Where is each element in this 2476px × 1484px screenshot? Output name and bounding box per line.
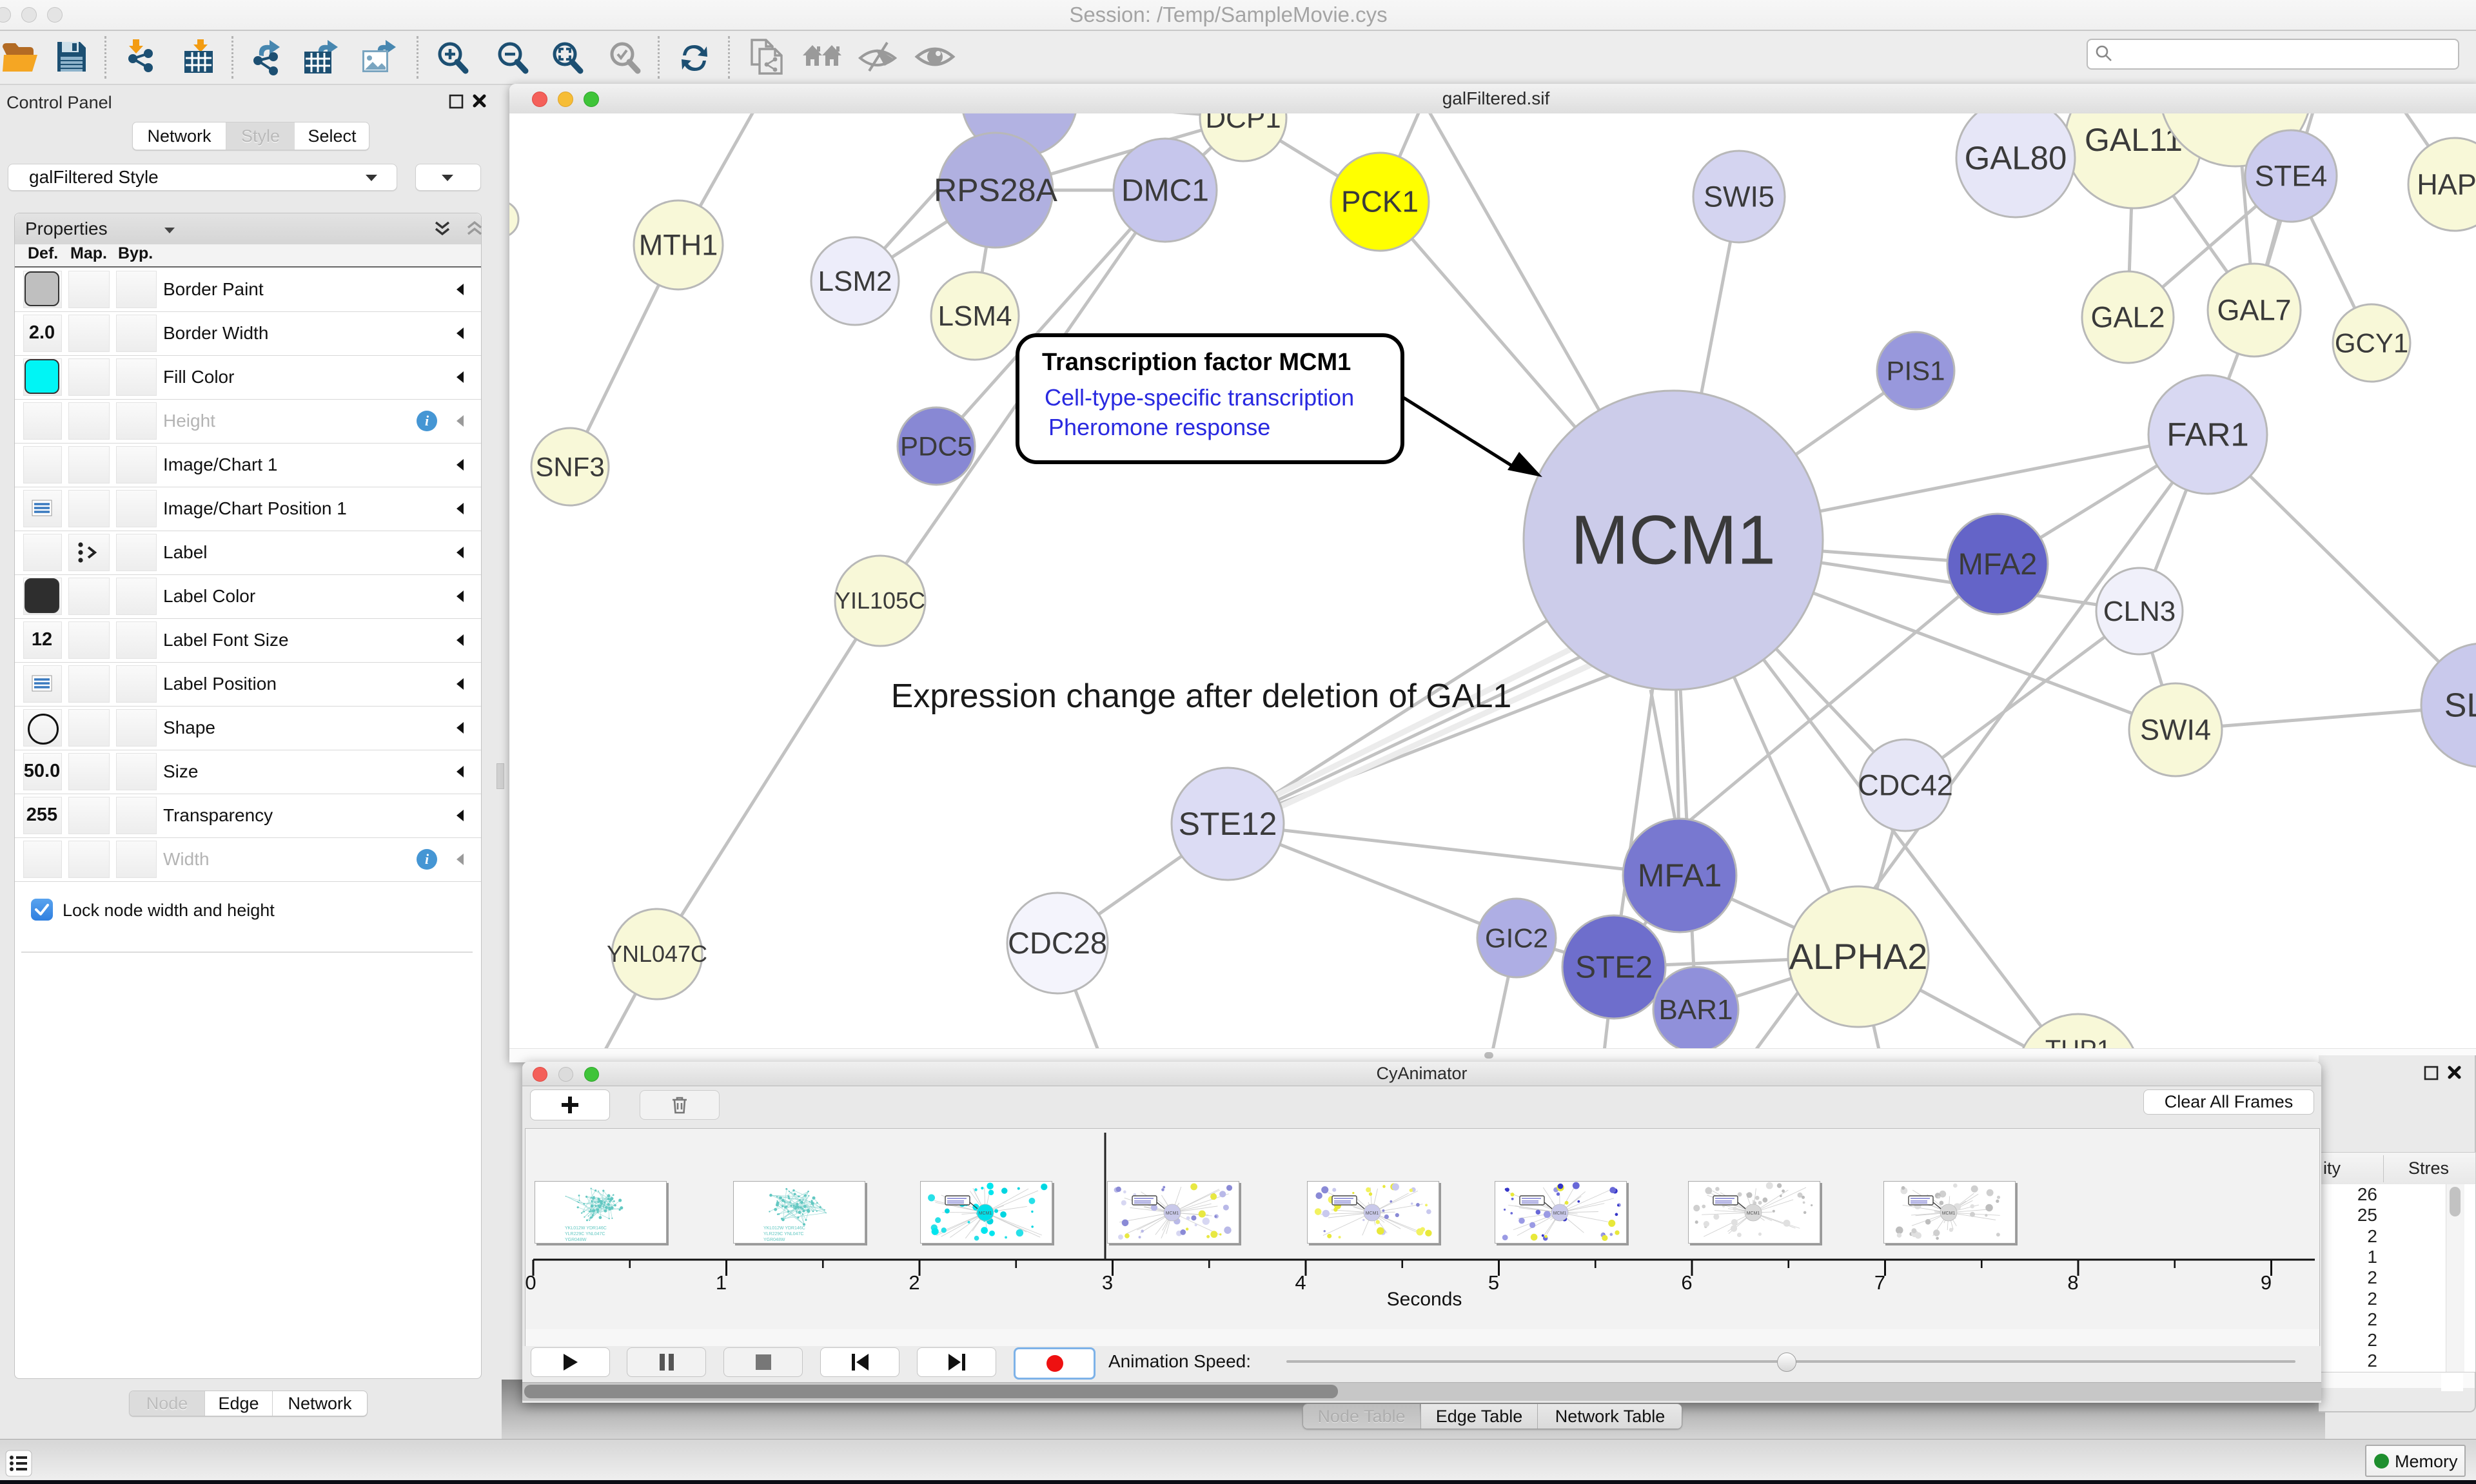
svg-text:YKL012W YDR146C: YKL012W YDR146C [565, 1226, 607, 1231]
svg-text:STE2: STE2 [1575, 950, 1653, 984]
svg-text:Cell-type-specific transcripti: Cell-type-specific transcription [1045, 384, 1354, 411]
svg-text:PIS1: PIS1 [1886, 355, 1945, 386]
svg-text:GAL11: GAL11 [2085, 122, 2183, 158]
svg-text:Transcription factor MCM1: Transcription factor MCM1 [1042, 349, 1351, 376]
svg-text:MCM1: MCM1 [1942, 1211, 1956, 1216]
svg-text:MCM1: MCM1 [1571, 501, 1776, 579]
svg-text:CDC42: CDC42 [1858, 768, 1953, 801]
svg-text:YLR229C YNL047C: YLR229C YNL047C [763, 1232, 804, 1236]
svg-text:YNL047C: YNL047C [607, 941, 707, 967]
svg-text:ALPHA2: ALPHA2 [1789, 936, 1928, 977]
svg-text:Expression change after deleti: Expression change after deletion of GAL1 [891, 678, 1512, 715]
svg-text:GAL2: GAL2 [2090, 300, 2165, 333]
svg-text:MTH1: MTH1 [639, 228, 718, 261]
svg-text:MCM1: MCM1 [1553, 1211, 1567, 1216]
svg-text:YGR048W: YGR048W [763, 1238, 785, 1242]
svg-text:RPS28A: RPS28A [934, 172, 1057, 208]
svg-text:BAR1: BAR1 [1659, 994, 1733, 1026]
svg-text:SLT2: SLT2 [2444, 687, 2476, 725]
svg-text:YIL105C: YIL105C [835, 587, 925, 614]
svg-text:4: 4 [1295, 1271, 1306, 1294]
svg-text:2: 2 [909, 1271, 919, 1294]
svg-text:6: 6 [1681, 1271, 1692, 1294]
svg-text:DCP1: DCP1 [1205, 113, 1281, 134]
svg-text:TUP1: TUP1 [2045, 1035, 2111, 1048]
svg-text:DMC1: DMC1 [1121, 173, 1209, 208]
svg-text:GAL7: GAL7 [2217, 293, 2291, 326]
svg-text:CDC28: CDC28 [1008, 926, 1107, 960]
svg-text:MCM1: MCM1 [1166, 1211, 1179, 1216]
svg-text:STE4: STE4 [2255, 159, 2328, 192]
svg-text:YKL012W YDR146C: YKL012W YDR146C [763, 1226, 805, 1231]
svg-text:5: 5 [1488, 1271, 1499, 1294]
svg-text:SNF3: SNF3 [535, 451, 604, 482]
svg-text:Pheromone response: Pheromone response [1048, 414, 1270, 440]
svg-text:YGR048W: YGR048W [565, 1238, 587, 1242]
svg-text:SWI4: SWI4 [2140, 713, 2211, 746]
svg-text:SWI5: SWI5 [1704, 180, 1774, 213]
svg-text:PDC5: PDC5 [900, 431, 972, 461]
svg-text:GIC2: GIC2 [1485, 923, 1548, 953]
svg-text:CLN3: CLN3 [2103, 596, 2176, 627]
svg-text:LSM4: LSM4 [938, 300, 1012, 332]
svg-text:YLR229C YNL047C: YLR229C YNL047C [565, 1232, 605, 1236]
svg-text:8: 8 [2067, 1271, 2078, 1294]
svg-text:MFA1: MFA1 [1638, 857, 1722, 893]
svg-text:MCM1: MCM1 [1366, 1211, 1379, 1216]
svg-text:3: 3 [1102, 1271, 1113, 1294]
svg-text:7: 7 [1874, 1271, 1885, 1294]
svg-text:Seconds: Seconds [1387, 1289, 1462, 1310]
svg-text:PCK1: PCK1 [1341, 185, 1419, 219]
svg-text:GAL80: GAL80 [1965, 139, 2067, 176]
svg-text:HAP2: HAP2 [2417, 168, 2476, 200]
svg-text:1: 1 [716, 1271, 727, 1294]
svg-text:MFA2: MFA2 [1958, 547, 2038, 581]
svg-text:LSM2: LSM2 [818, 266, 892, 297]
svg-text:0: 0 [526, 1271, 536, 1294]
svg-text:STE12: STE12 [1179, 806, 1277, 842]
svg-text:GCY1: GCY1 [2335, 327, 2408, 358]
svg-text:MCM1: MCM1 [1747, 1211, 1760, 1216]
svg-text:9: 9 [2261, 1271, 2272, 1294]
svg-text:MCM1: MCM1 [979, 1211, 992, 1216]
svg-text:FAR1: FAR1 [2166, 416, 2249, 453]
